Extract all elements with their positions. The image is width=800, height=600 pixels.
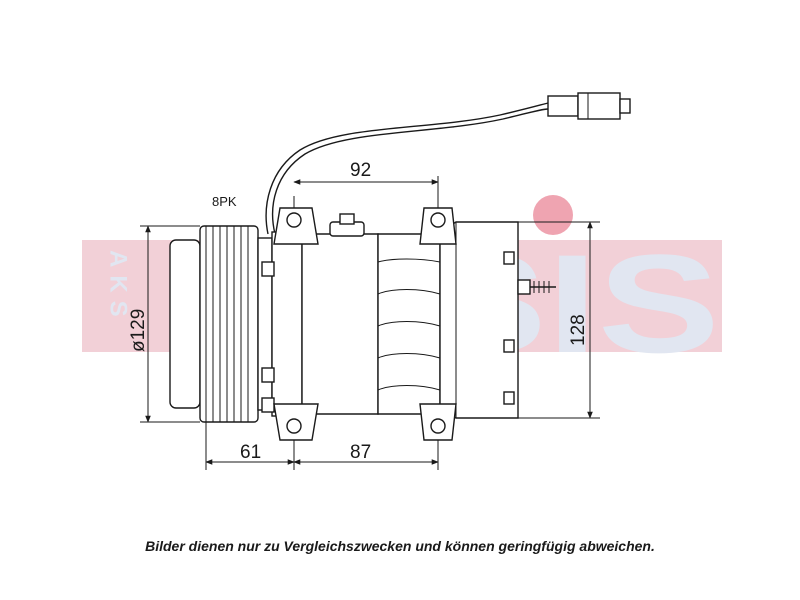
disclaimer-caption: Bilder dienen nur zu Vergleichszwecken u… [145,538,655,554]
watermark-side-text: AKS [105,250,132,325]
dimension-bottom-right: 87 [350,442,371,463]
watermark-dot [533,195,573,235]
dimension-top-width: 92 [350,160,371,181]
dimension-lines [140,176,600,470]
dimension-height: 128 [568,314,589,346]
dimension-bottom-left: 61 [240,442,261,463]
cable-connector [265,92,631,235]
compressor-body [261,207,556,441]
pulley [169,225,273,423]
belt-label: 8PK [212,194,237,209]
dimension-pulley-diameter: ø129 [128,309,149,352]
